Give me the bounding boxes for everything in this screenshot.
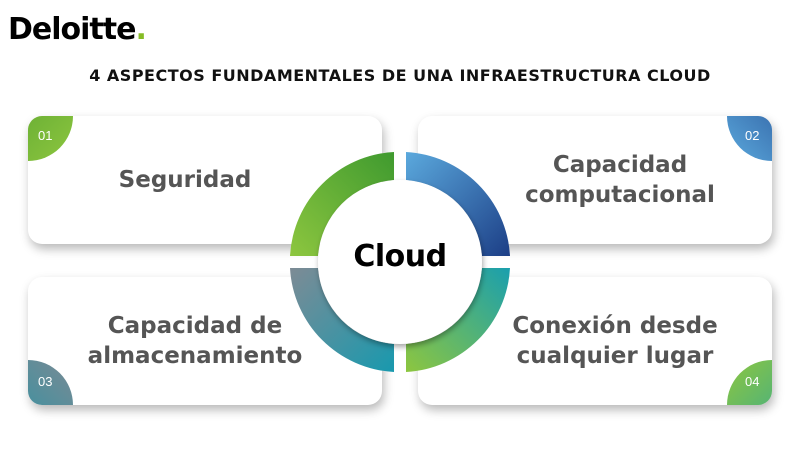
card-label-line: Capacidad de	[107, 313, 283, 339]
card-label-line: cualquier lugar	[516, 343, 714, 369]
card-number-badge: 02	[727, 116, 772, 161]
card-label: Capacidad computacional	[508, 116, 732, 244]
center-circle	[318, 180, 482, 344]
center-label: Cloud	[353, 239, 447, 274]
ring-segment-bl	[290, 268, 394, 372]
card-number: 02	[745, 128, 760, 143]
card-number-badge: 01	[28, 116, 73, 161]
card-number-badge: 03	[28, 360, 73, 405]
card-seguridad: 01 Seguridad	[28, 116, 382, 244]
card-label-line: Seguridad	[118, 167, 252, 193]
ring-segment-tl	[290, 152, 394, 256]
card-label-line: computacional	[525, 182, 715, 208]
card-label: Seguridad	[68, 116, 302, 244]
card-number: 01	[38, 128, 53, 143]
card-number: 04	[745, 374, 760, 389]
card-number-badge: 04	[727, 360, 772, 405]
card-label-line: Conexión desde	[512, 313, 718, 339]
logo-wordmark: Deloitte	[8, 12, 136, 47]
card-number: 03	[38, 374, 53, 389]
page-title: 4 ASPECTOS FUNDAMENTALES DE UNA INFRAEST…	[89, 66, 711, 85]
deloitte-logo: Deloitte.	[8, 10, 147, 50]
logo-dot: .	[135, 12, 146, 47]
card-capacidad-computacional: 02 Capacidad computacional	[418, 116, 772, 244]
card-label-line: almacenamiento	[87, 343, 303, 369]
ring-segment-tr	[406, 152, 510, 256]
cloud-hub-ring	[290, 152, 510, 372]
card-label: Conexión desde cualquier lugar	[508, 277, 722, 405]
ring-segment-br	[406, 268, 510, 372]
card-label: Capacidad de almacenamiento	[78, 277, 312, 405]
card-label-line: Capacidad	[552, 152, 688, 178]
